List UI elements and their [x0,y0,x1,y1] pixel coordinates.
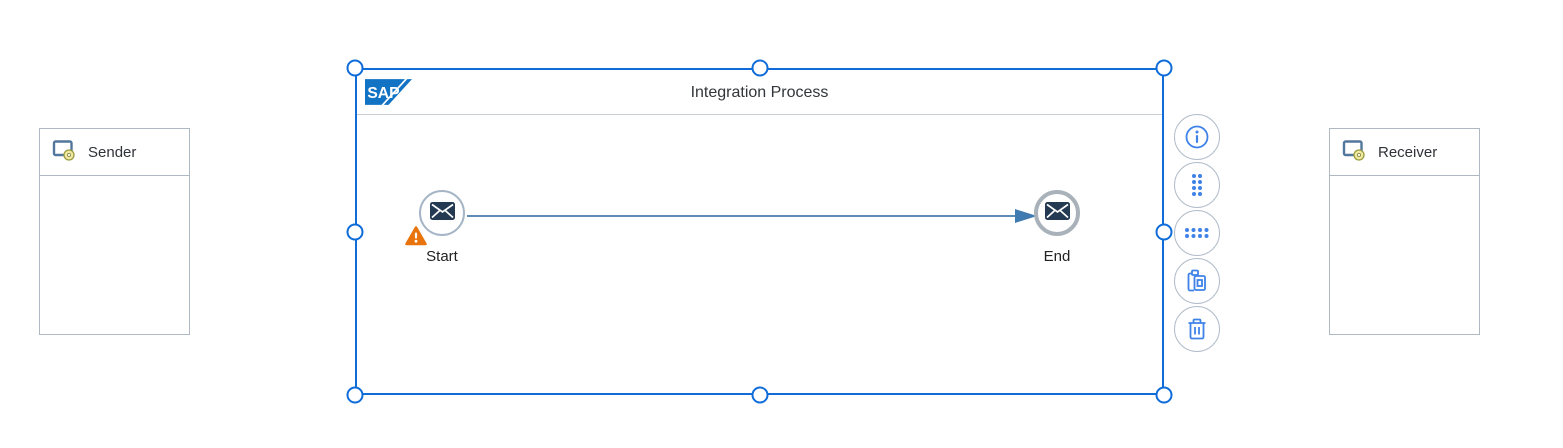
receiver-body [1330,176,1479,335]
paste-button[interactable] [1174,258,1220,304]
resize-handle-bottom-right[interactable] [1155,386,1173,404]
resize-handle-bottom-left[interactable] [346,386,364,404]
sender-header: Sender [40,129,189,176]
process-title: Integration Process [690,83,829,101]
start-event-label: Start [426,248,458,265]
resize-handle-top-left[interactable] [346,59,364,77]
process-header: SAP Integration Process [357,70,1162,115]
sap-logo: SAP [365,79,412,105]
sender-label: Sender [88,143,137,161]
end-event-label: End [1043,248,1071,265]
delete-button[interactable] [1174,306,1220,352]
receiver-label: Receiver [1378,143,1438,161]
trash-icon [1184,316,1210,342]
connector-drag-button[interactable] [1174,162,1220,208]
start-event[interactable] [419,190,465,236]
svg-text:SAP: SAP [367,85,399,102]
sender-body [40,176,189,335]
system-icon [1342,138,1366,167]
receiver-participant[interactable]: Receiver [1329,128,1480,335]
grip-horizontal-icon [1182,220,1212,246]
resize-handle-middle-left[interactable] [346,223,364,241]
resize-handle-middle-right[interactable] [1155,223,1173,241]
move-drag-button[interactable] [1174,210,1220,256]
system-icon [52,138,76,167]
resize-handle-top-middle[interactable] [751,59,769,77]
clipboard-icon [1184,268,1210,294]
warning-icon[interactable] [405,226,427,246]
end-event[interactable] [1034,190,1080,236]
info-icon [1184,124,1210,150]
info-button[interactable] [1174,114,1220,160]
context-toolbar [1174,114,1220,352]
message-envelope-icon [1044,201,1070,225]
receiver-header: Receiver [1330,129,1479,176]
resize-handle-top-right[interactable] [1155,59,1173,77]
integration-process-pool[interactable]: SAP Integration Process [355,68,1164,395]
resize-handle-bottom-middle[interactable] [751,386,769,404]
grip-vertical-icon [1184,172,1210,198]
message-envelope-icon [429,201,455,225]
sender-participant[interactable]: Sender [39,128,190,335]
sequence-flow-connector[interactable] [467,206,1039,226]
